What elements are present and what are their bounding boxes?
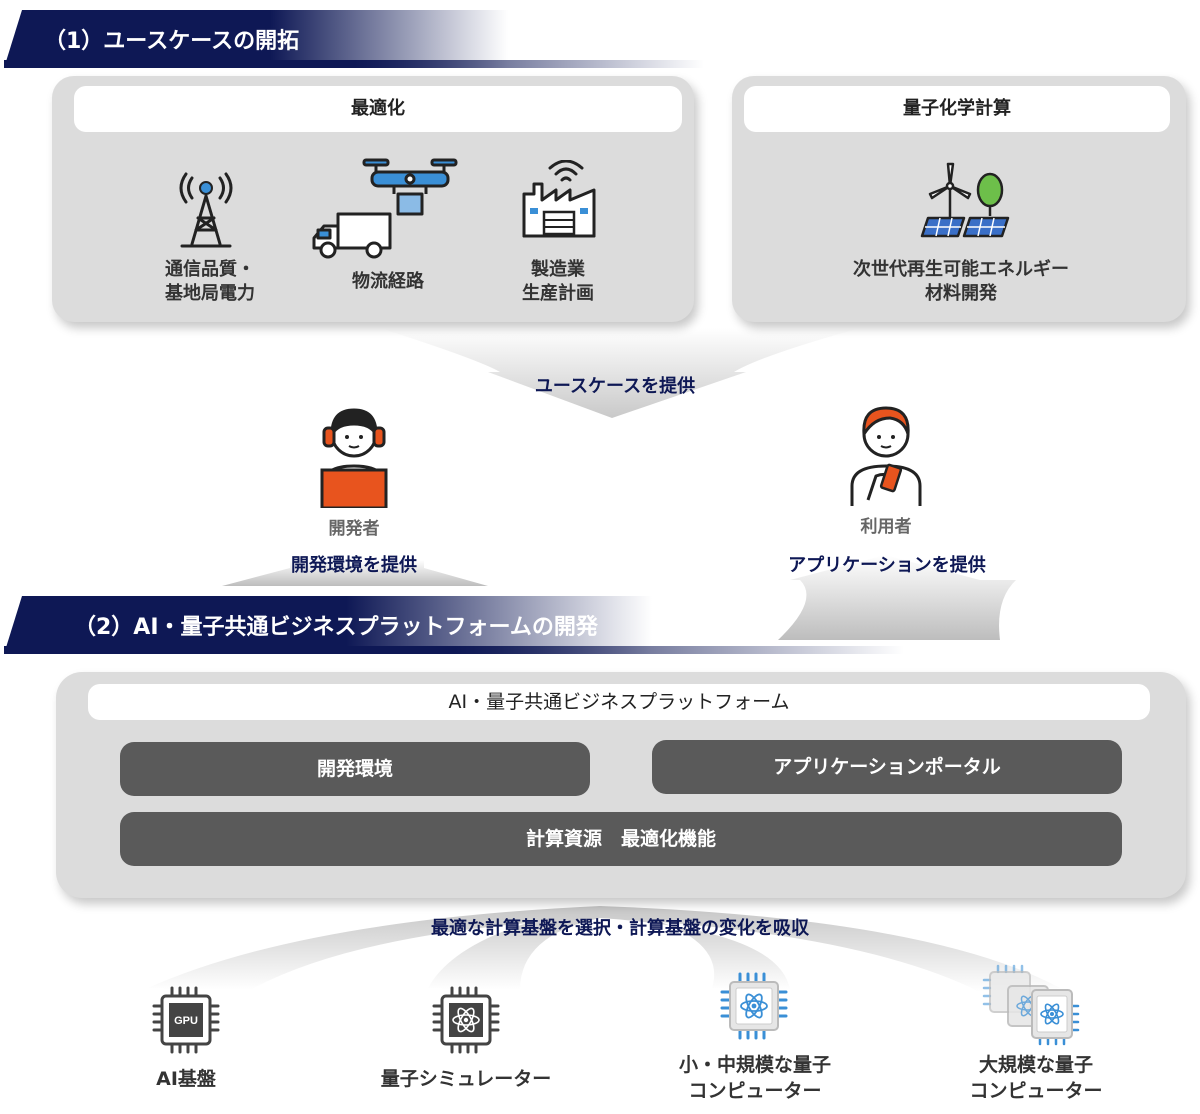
base-3-line1: 小・中規模な量子 — [678, 1054, 831, 1076]
section-2-banner: （2）AI・量子共通ビジネスプラットフォームの開発 — [4, 596, 904, 654]
optimization-item-1-line1: 通信品質・ — [165, 259, 255, 280]
user-avatar-icon — [850, 406, 922, 506]
compute-optimization-bar: 計算資源 最適化機能 — [120, 812, 1122, 866]
optimization-item-3-line2: 生産計画 — [522, 283, 594, 304]
optimization-title: 最適化 — [74, 86, 682, 132]
dev-up-arrow — [222, 560, 488, 586]
base-4-caption: 大規模な量子 コンピューター — [936, 1052, 1136, 1104]
app-portal-bar: アプリケーションポータル — [652, 740, 1122, 794]
quantum-chip-icon — [720, 972, 788, 1040]
section-2-rule — [4, 646, 904, 654]
developer-label: 開発者 — [328, 519, 380, 539]
base-3-line2: コンピューター — [688, 1080, 822, 1102]
drone-truck-icon — [312, 158, 458, 259]
chemistry-item-line1: 次世代再生可能エネルギー — [853, 259, 1069, 280]
select-compute-label: 最適な計算基盤を選択・計算基盤の変化を吸収 — [431, 918, 809, 939]
platform-title: AI・量子共通ビジネスプラットフォーム — [88, 684, 1150, 720]
base-2-line1: 量子シミュレーター — [380, 1068, 552, 1090]
quantum-chip-stack-icon — [982, 964, 1080, 1046]
optimization-item-1-caption: 通信品質・ 基地局電力 — [120, 258, 300, 306]
chemistry-item-line2: 材料開発 — [925, 283, 997, 304]
fan-midleft — [428, 906, 600, 990]
dev-env-bar: 開発環境 — [120, 742, 590, 796]
usecase-down-arrow — [380, 328, 860, 418]
optimization-item-2-caption: 物流経路 — [300, 270, 476, 294]
provide-dev-env-label: 開発環境を提供 — [291, 555, 417, 576]
chemistry-item-caption: 次世代再生可能エネルギー 材料開発 — [820, 258, 1102, 306]
base-4-line2: コンピューター — [969, 1080, 1103, 1102]
user-label: 利用者 — [860, 517, 912, 537]
section-1-title: （1）ユースケースの開拓 — [44, 29, 300, 54]
wind-solar-tree-icon — [920, 162, 1010, 238]
optimization-item-3-caption: 製造業 生産計画 — [470, 258, 646, 306]
base-2-caption: 量子シミュレーター — [356, 1066, 576, 1092]
provide-usecase-label: ユースケースを提供 — [534, 376, 696, 397]
chemistry-title: 量子化学計算 — [744, 86, 1170, 132]
fan-midright — [600, 906, 790, 990]
fan-left — [148, 906, 600, 990]
developer-avatar-icon — [320, 408, 388, 508]
base-3-caption: 小・中規模な量子 コンピューター — [650, 1052, 860, 1104]
fan-right — [600, 906, 1060, 992]
antenna-tower-icon — [179, 172, 233, 248]
section-1-banner: （1）ユースケースの開拓 — [4, 10, 704, 68]
section-2-title: （2）AI・量子共通ビジネスプラットフォームの開発 — [74, 615, 598, 640]
gpu-chip-icon: GPU — [152, 986, 220, 1054]
base-1-line1: AI基盤 — [156, 1068, 216, 1090]
factory-icon — [522, 160, 596, 238]
provide-app-label: アプリケーションを提供 — [788, 555, 986, 576]
base-1-caption: AI基盤 — [106, 1066, 266, 1092]
section-1-rule — [4, 60, 704, 68]
optimization-item-2-line1: 物流経路 — [352, 271, 424, 292]
quantum-simulator-chip-icon — [432, 986, 500, 1054]
optimization-item-3-line1: 製造業 — [531, 259, 585, 280]
optimization-item-1-line2: 基地局電力 — [165, 283, 255, 304]
base-4-line1: 大規模な量子 — [978, 1054, 1093, 1076]
gpu-chip-text: GPU — [174, 1015, 198, 1027]
